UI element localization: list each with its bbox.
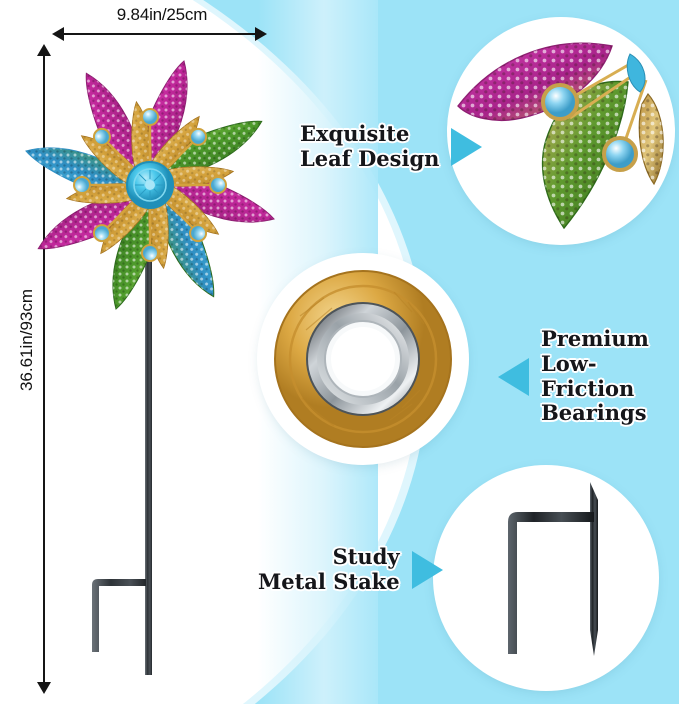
width-dimension-label: 9.84in/25cm [116,5,208,24]
detail-circle-leaf-design [452,22,670,240]
pinwheel-inner-spokes [65,100,235,270]
pinwheel-product-image [20,45,280,675]
callout-stake-text: Study Metal Stake [258,544,400,594]
callout-bearing-text: Premium Low-Friction Bearings [541,326,649,426]
detail-circle-bearing [262,258,464,460]
pinwheel-outer-petals [25,60,275,310]
triangle-right-icon [411,550,443,589]
callout-leaf-text: Exquisite Leaf Design [300,121,440,171]
width-arrow-left-icon [52,27,64,41]
callout-metal-stake: Study Metal Stake [258,544,443,595]
triangle-left-icon [498,357,529,396]
callout-leaf-design: Exquisite Leaf Design [300,121,483,172]
pinwheel-center-hub [126,161,174,209]
width-dimension-line [57,33,263,35]
height-arrow-top-icon [37,44,51,56]
ground-stake-prongs [92,579,152,673]
detail-circle-metal-stake [438,470,654,686]
width-arrow-right-icon [255,27,267,41]
height-dimension-line [43,52,45,690]
height-arrow-bottom-icon [37,682,51,694]
triangle-right-icon [451,127,483,166]
callout-bearings: Premium Low-Friction Bearings [498,326,679,426]
